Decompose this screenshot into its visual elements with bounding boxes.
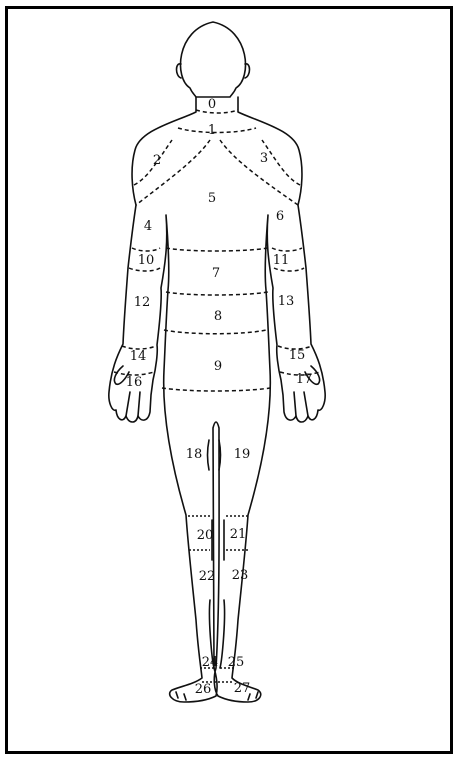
region-label: 11 [273, 253, 290, 268]
region-label: 4 [144, 219, 152, 234]
region-label: 7 [212, 266, 220, 281]
fingers-left-outline [126, 392, 140, 416]
region-label: 16 [126, 375, 143, 390]
region-label: 8 [214, 309, 222, 324]
region-label: 2 [153, 153, 161, 168]
region-label: 27 [234, 681, 251, 696]
region-labels: 0 1 2 3 4 5 6 7 8 9 10 11 12 13 14 15 16… [126, 97, 313, 697]
region-boundaries [114, 110, 320, 682]
region-label: 19 [234, 447, 251, 462]
region-label: 5 [208, 191, 216, 206]
region-label: 24 [202, 655, 219, 670]
region-label: 0 [208, 97, 216, 112]
fingers-right-outline [294, 392, 308, 416]
region-label: 9 [214, 359, 222, 374]
region-label: 22 [199, 569, 216, 584]
region-label: 12 [134, 295, 151, 310]
region-label: 20 [197, 528, 214, 543]
region-label: 21 [230, 527, 247, 542]
region-label: 18 [186, 447, 203, 462]
region-label: 25 [228, 655, 245, 670]
region-label: 26 [195, 682, 212, 697]
region-label: 6 [276, 209, 284, 224]
region-label: 23 [232, 568, 249, 583]
head-outline [180, 22, 245, 97]
torso-legs-outline [109, 97, 325, 702]
region-label: 10 [138, 253, 155, 268]
region-label: 14 [130, 349, 147, 364]
region-label: 1 [208, 123, 216, 138]
region-label: 3 [260, 151, 268, 166]
region-label: 17 [296, 372, 313, 387]
region-label: 13 [278, 294, 295, 309]
region-label: 15 [289, 348, 306, 363]
